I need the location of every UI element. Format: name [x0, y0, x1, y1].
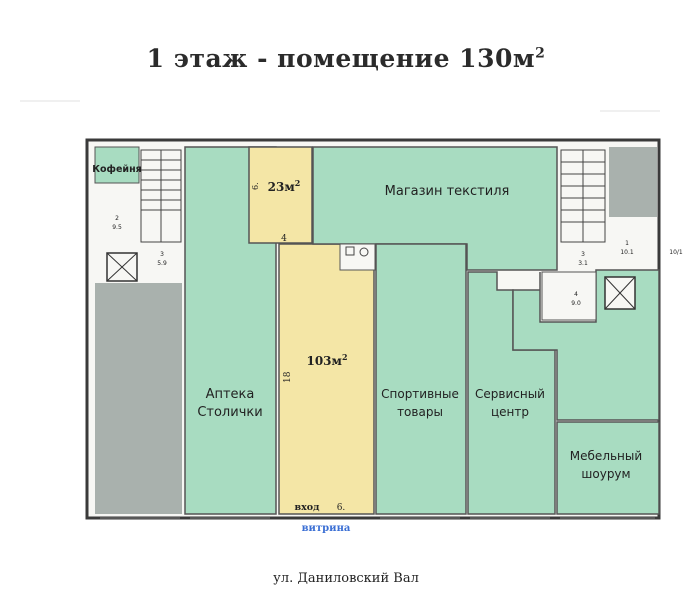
- label-cafe: Кофейня: [92, 164, 141, 175]
- room-103: [278, 243, 375, 515]
- gray-area-right: [609, 147, 657, 217]
- street-label: ул. Даниловский Вал: [273, 571, 419, 586]
- tag-3b-top: 3: [581, 251, 585, 258]
- label-pharmacy-1: Аптека: [206, 387, 255, 402]
- tag-2-top: 2: [115, 215, 119, 222]
- label-area-23: 23м2: [268, 178, 301, 194]
- label-entrance-dim: 6.: [337, 503, 346, 513]
- label-sport-1: Спортивные: [381, 387, 459, 401]
- room-wc: [339, 243, 376, 271]
- gray-area-left: [95, 283, 182, 514]
- staircase-left: [140, 149, 182, 243]
- label-furniture-1: Мебельный: [570, 449, 642, 463]
- room-textile: [312, 146, 558, 271]
- room-furniture: [556, 421, 660, 515]
- tag-1-top: 1: [625, 240, 629, 247]
- label-area-23-mark: 6.: [251, 182, 260, 190]
- tag-3a-top: 3: [160, 251, 164, 258]
- label-service-2: центр: [491, 405, 529, 419]
- tag-4-top: 4: [574, 291, 578, 298]
- tag-4-bot: 9.0: [571, 300, 581, 307]
- label-showcase: витрина: [302, 523, 351, 534]
- label-pharmacy-2: Столички: [197, 405, 262, 420]
- title-text: 1 этаж - помещение 130м: [146, 44, 536, 73]
- title-superscript: 2: [535, 45, 546, 62]
- tag-10: 10/1: [669, 249, 683, 256]
- tag-3b-bot: 3.1: [578, 260, 588, 267]
- label-area-103: 103м2: [306, 352, 347, 368]
- page-title: 1 этаж - помещение 130м2: [0, 44, 692, 73]
- room-sport: [375, 243, 467, 515]
- label-dim-18: 18: [283, 371, 293, 383]
- tag-1-bot: 10.1: [620, 249, 634, 256]
- label-dim-4: 4: [281, 234, 287, 244]
- staircase-right: [560, 149, 606, 243]
- tag-3a-bot: 5.9: [157, 260, 167, 267]
- label-service-1: Сервисный: [475, 387, 545, 401]
- label-textile: Магазин текстиля: [385, 184, 510, 199]
- label-sport-2: товары: [397, 405, 443, 419]
- tag-2-bot: 9.5: [112, 224, 122, 231]
- room-23: [248, 146, 313, 244]
- room-cafe: [94, 146, 140, 184]
- label-entrance: вход: [295, 502, 320, 513]
- tech-room-4: [541, 271, 597, 321]
- label-furniture-2: шоурум: [581, 467, 630, 481]
